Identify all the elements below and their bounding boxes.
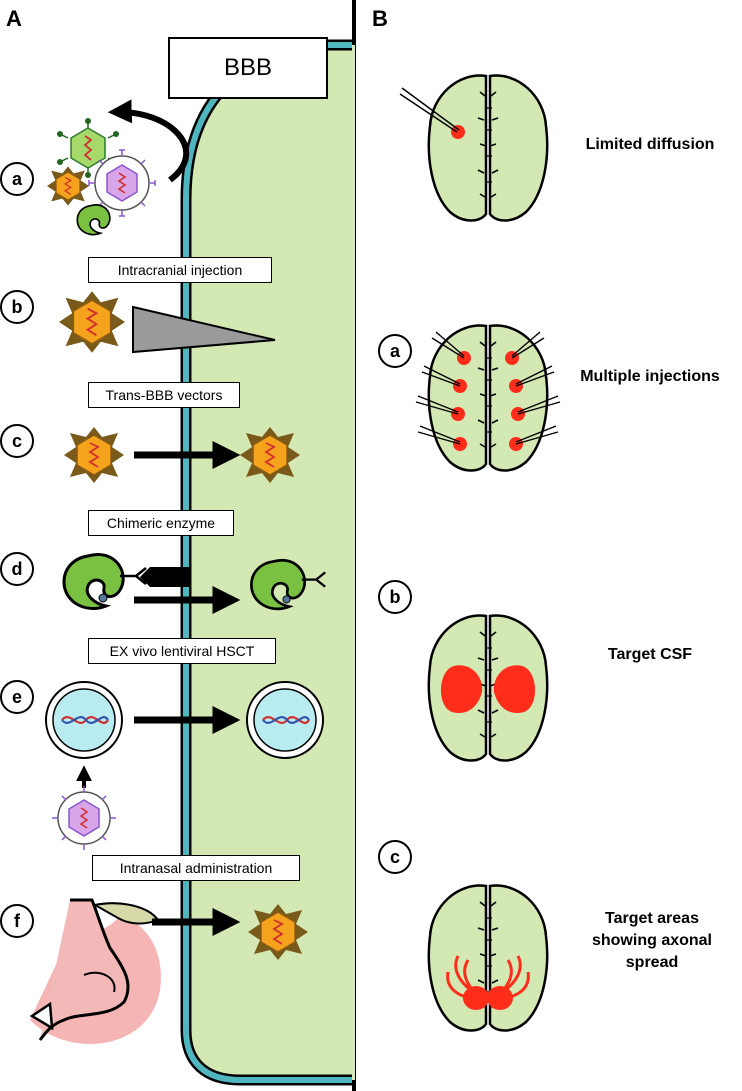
target-csf-label: Target CSF bbox=[607, 646, 693, 663]
lentivirus-icon bbox=[52, 786, 116, 850]
needle-icon bbox=[132, 305, 276, 354]
virus-icon bbox=[239, 426, 301, 484]
target-areas-label: Target areas areas showing axonal spread bbox=[572, 908, 732, 974]
receptor-block bbox=[140, 567, 190, 587]
target-areas-line-4: spread bbox=[625, 954, 679, 971]
step-e-circle: e bbox=[0, 680, 34, 714]
nose-icon bbox=[29, 898, 161, 1044]
lentivirus-icon bbox=[88, 149, 156, 217]
virus-icon bbox=[63, 426, 125, 484]
target-areas-line-1: Target areas bbox=[605, 910, 699, 927]
bbb-label-box: BBB bbox=[168, 37, 328, 99]
brain-icon bbox=[399, 74, 549, 222]
trans-bbb-vectors-label: Trans-BBB vectors bbox=[88, 382, 240, 408]
right-step-c-circle: c bbox=[378, 840, 412, 874]
panel-b-letter: B bbox=[372, 6, 388, 31]
enzyme-icon bbox=[76, 204, 111, 236]
stem-cell-icon bbox=[246, 681, 324, 759]
step-b-circle: b bbox=[0, 290, 34, 324]
step-f-circle: f bbox=[0, 904, 34, 938]
virus-icon bbox=[247, 903, 309, 961]
target-areas-line-3: showing axonal bbox=[591, 932, 712, 949]
enzyme-icon bbox=[250, 558, 326, 611]
intracranial-injection-label: Intracranial injection bbox=[88, 257, 272, 283]
arrow-icon bbox=[107, 99, 190, 183]
brain-icon bbox=[427, 614, 549, 762]
stem-cell-icon bbox=[45, 681, 123, 759]
brain-icon bbox=[415, 324, 561, 472]
panel-a-letter: A bbox=[6, 6, 22, 31]
virus-icon bbox=[58, 290, 126, 354]
right-step-a-circle: a bbox=[378, 334, 412, 368]
right-step-b-circle: b bbox=[378, 580, 412, 614]
step-a-circle: a bbox=[0, 162, 34, 196]
limited-diffusion-label: Limited diffusion bbox=[585, 136, 715, 153]
needle-icon bbox=[399, 93, 458, 133]
ex-vivo-hsct-label: EX vivo lentiviral HSCT bbox=[88, 638, 276, 664]
virus-icon bbox=[46, 165, 90, 207]
step-d-circle: d bbox=[0, 552, 34, 586]
multiple-injections-label: Multiple injections bbox=[580, 368, 720, 385]
chimeric-enzyme-label: Chimeric enzyme bbox=[88, 510, 234, 536]
brain-icon bbox=[427, 884, 549, 1032]
intranasal-label: Intranasal administration bbox=[92, 855, 300, 881]
step-c-circle: c bbox=[0, 424, 34, 458]
enzyme-icon bbox=[62, 553, 147, 610]
